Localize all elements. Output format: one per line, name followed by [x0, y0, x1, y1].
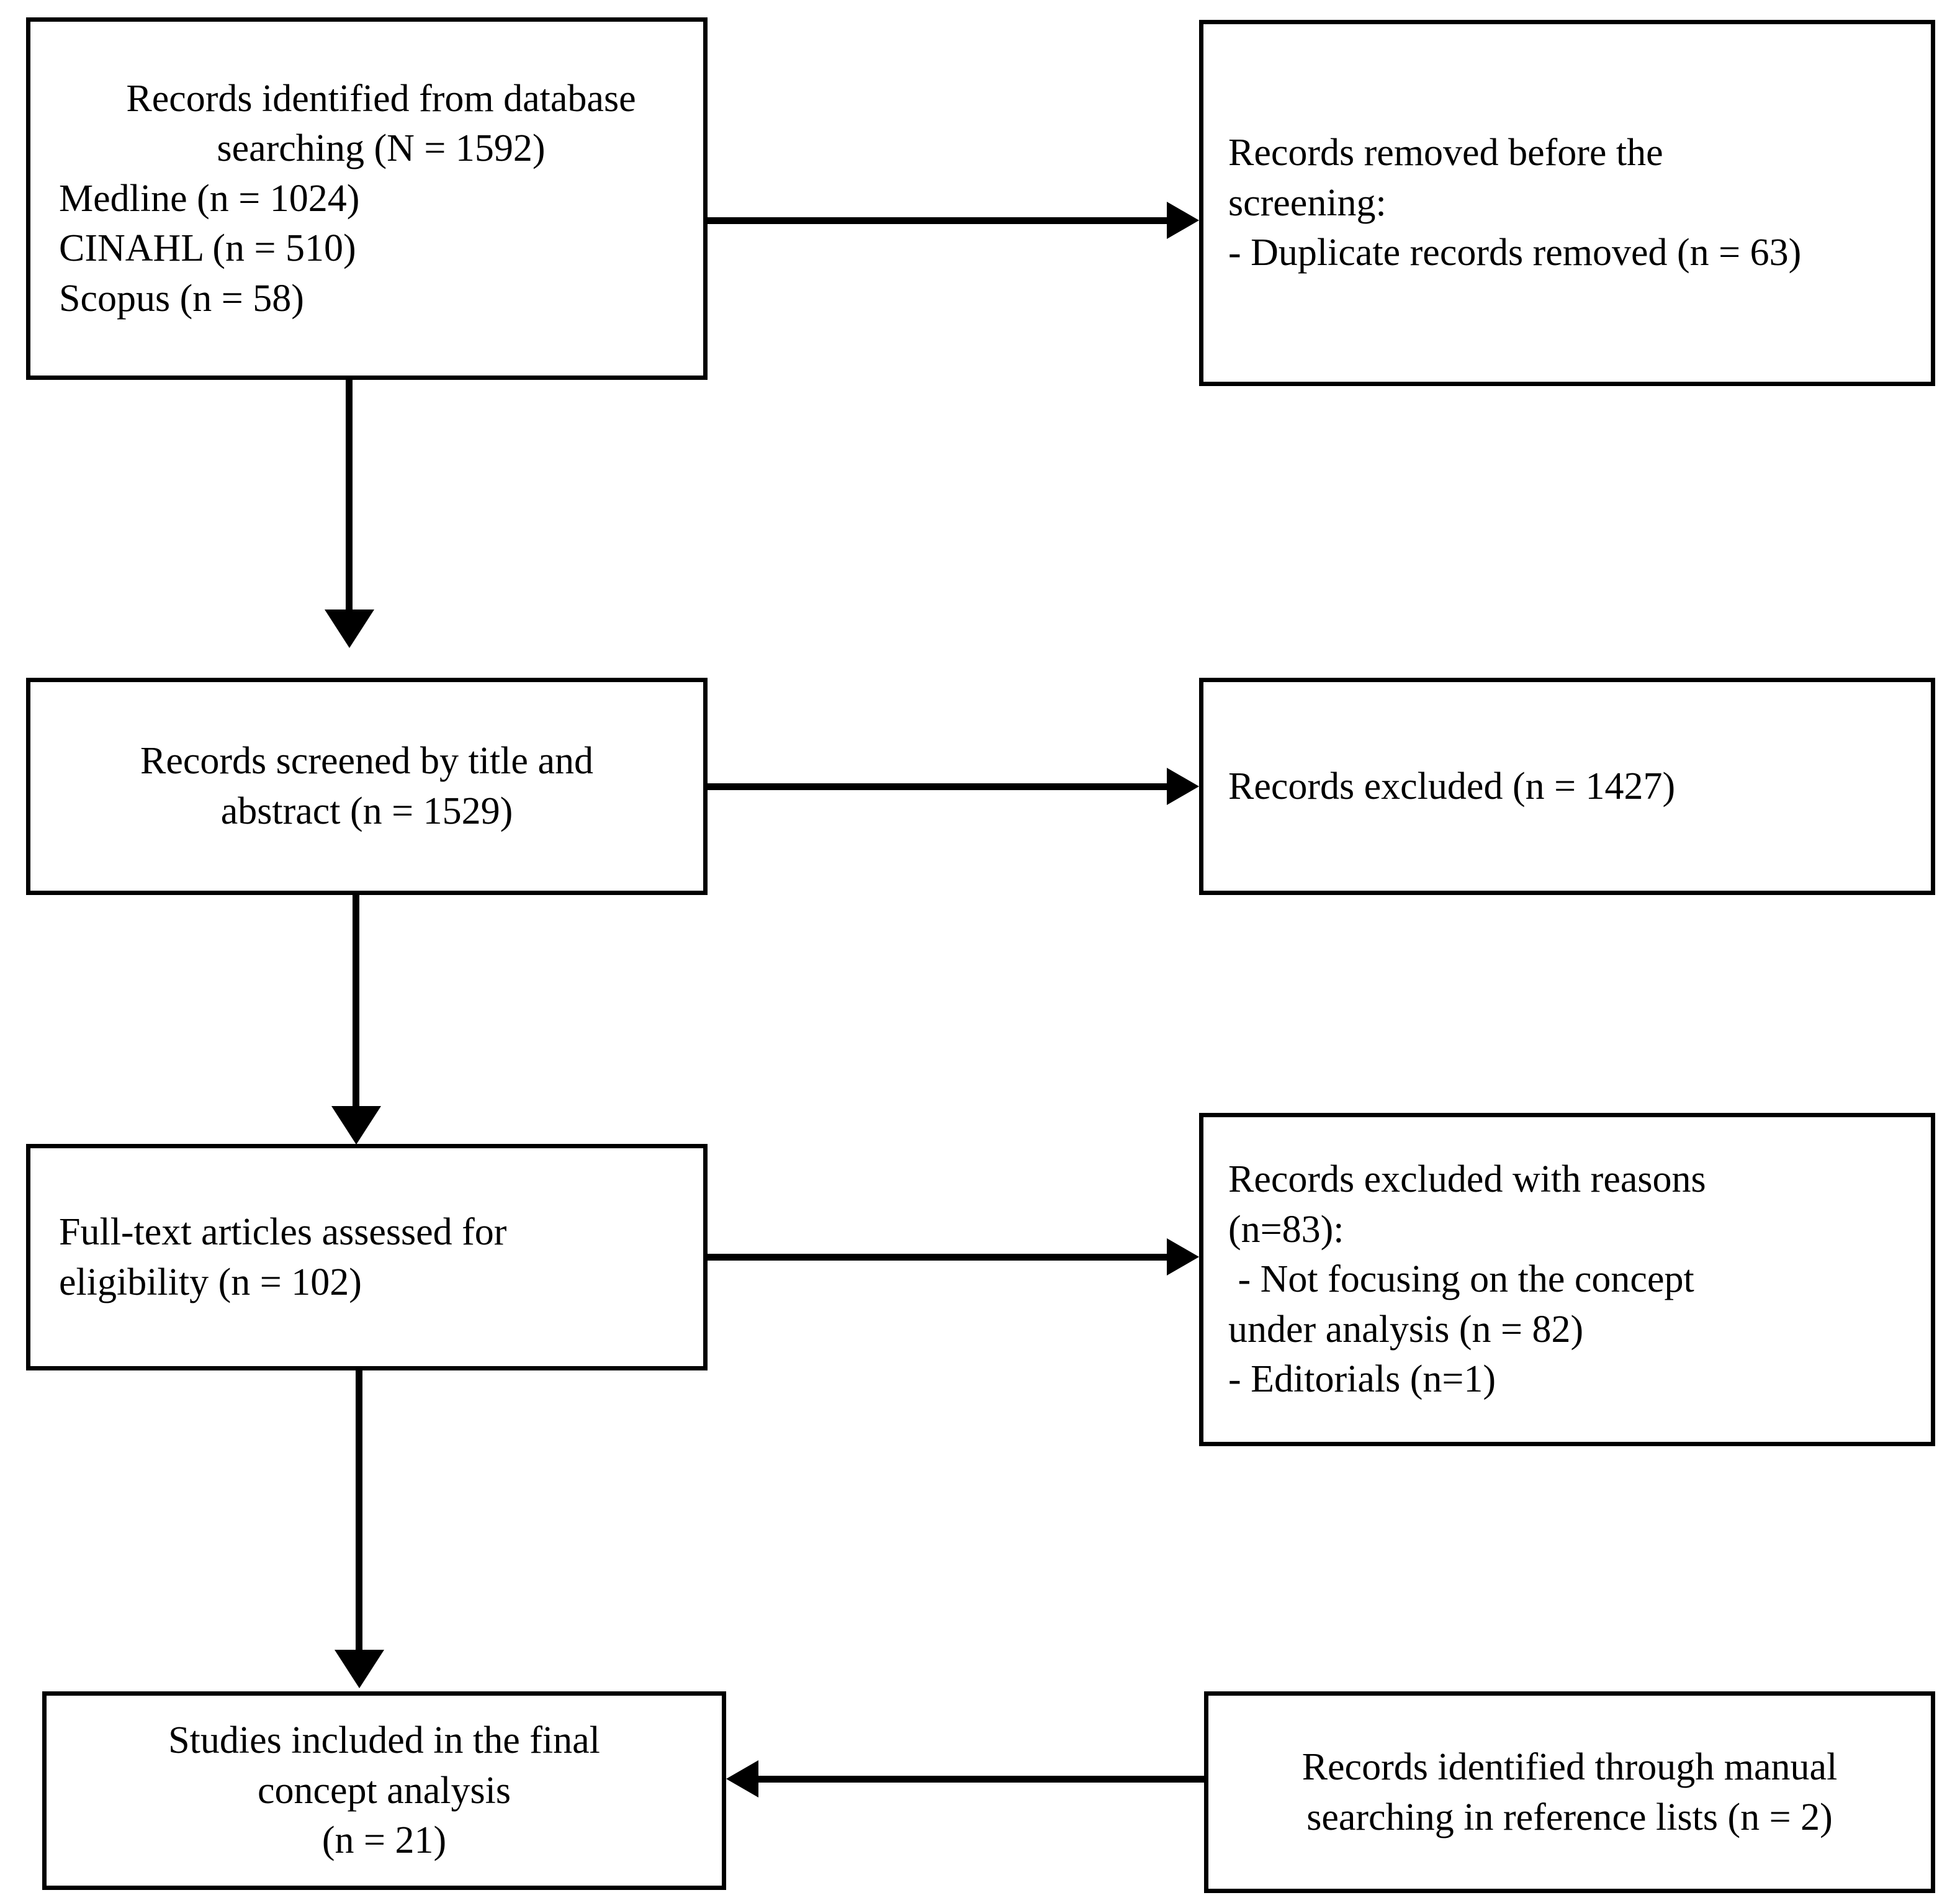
records-identified-medline: Medline (n = 1024)	[59, 177, 360, 220]
arrow-screened-to-fulltext-shaft	[353, 895, 359, 1106]
records-excluded-box: Records excluded (n = 1427)	[1199, 678, 1935, 895]
records-identified-line-1: Records identified from database	[126, 77, 636, 120]
arrow-manual-search-to-included-shaft	[758, 1776, 1204, 1783]
records-screened-line-2: abstract (n = 1529)	[220, 790, 513, 832]
studies-included-box: Studies included in the final concept an…	[42, 1691, 726, 1890]
records-removed-box: Records removed before the screening: - …	[1199, 20, 1935, 386]
records-screened-line-1: Records screened by title and	[140, 740, 593, 783]
records-identified-cinahl: CINAHL (n = 510)	[59, 227, 356, 270]
records-excluded-line-1: Records excluded (n = 1427)	[1228, 765, 1676, 808]
manual-search-line-1: Records identified through manual	[1301, 1745, 1838, 1788]
records-identified-box: Records identified from database searchi…	[26, 17, 708, 380]
arrow-identification-to-removed-shaft	[708, 217, 1167, 224]
manual-search-box: Records identified through manual search…	[1204, 1691, 1935, 1893]
arrow-screened-to-excluded-shaft	[708, 783, 1167, 790]
records-identified-scopus: Scopus (n = 58)	[59, 277, 304, 320]
arrow-fulltext-to-excluded-reasons-head	[1167, 1238, 1199, 1275]
records-excluded-with-reasons-box: Records excluded with reasons (n=83): - …	[1199, 1113, 1935, 1446]
studies-included-count: (n = 21)	[321, 1819, 447, 1862]
arrow-screened-to-fulltext-head	[331, 1106, 381, 1145]
arrow-manual-search-to-included-head	[726, 1760, 758, 1797]
records-removed-line-2: screening:	[1228, 181, 1387, 224]
arrow-screened-to-excluded-head	[1167, 768, 1199, 805]
arrow-identification-to-screened-shaft	[346, 380, 353, 610]
records-removed-line-1: Records removed before the	[1228, 132, 1663, 174]
excluded-reasons-line-2: (n=83):	[1228, 1208, 1344, 1251]
full-text-assessed-box: Full-text articles assessed for eligibil…	[26, 1144, 708, 1370]
arrow-fulltext-to-excluded-reasons-shaft	[708, 1254, 1167, 1261]
records-removed-duplicates: - Duplicate records removed (n = 63)	[1228, 232, 1802, 274]
excluded-reasons-not-focusing: - Not focusing on the concept	[1228, 1258, 1694, 1301]
excluded-reasons-line-1: Records excluded with reasons	[1228, 1158, 1706, 1201]
arrow-identification-to-removed-head	[1167, 202, 1199, 239]
studies-included-line-2: concept analysis	[257, 1769, 511, 1812]
excluded-reasons-under-analysis: under analysis (n = 82)	[1228, 1308, 1584, 1351]
full-text-assessed-line-2: eligibility (n = 102)	[59, 1261, 362, 1303]
arrow-fulltext-to-included-shaft	[356, 1370, 362, 1650]
records-screened-box: Records screened by title and abstract (…	[26, 678, 708, 895]
full-text-assessed-line-1: Full-text articles assessed for	[59, 1210, 507, 1253]
manual-search-line-2: searching in reference lists (n = 2)	[1306, 1796, 1833, 1838]
arrow-identification-to-screened-head	[325, 610, 374, 648]
studies-included-line-1: Studies included in the final	[168, 1719, 600, 1762]
records-identified-line-2: searching (N = 1592)	[217, 127, 546, 170]
arrow-fulltext-to-included-head	[335, 1650, 384, 1688]
excluded-reasons-editorials: - Editorials (n=1)	[1228, 1358, 1496, 1401]
